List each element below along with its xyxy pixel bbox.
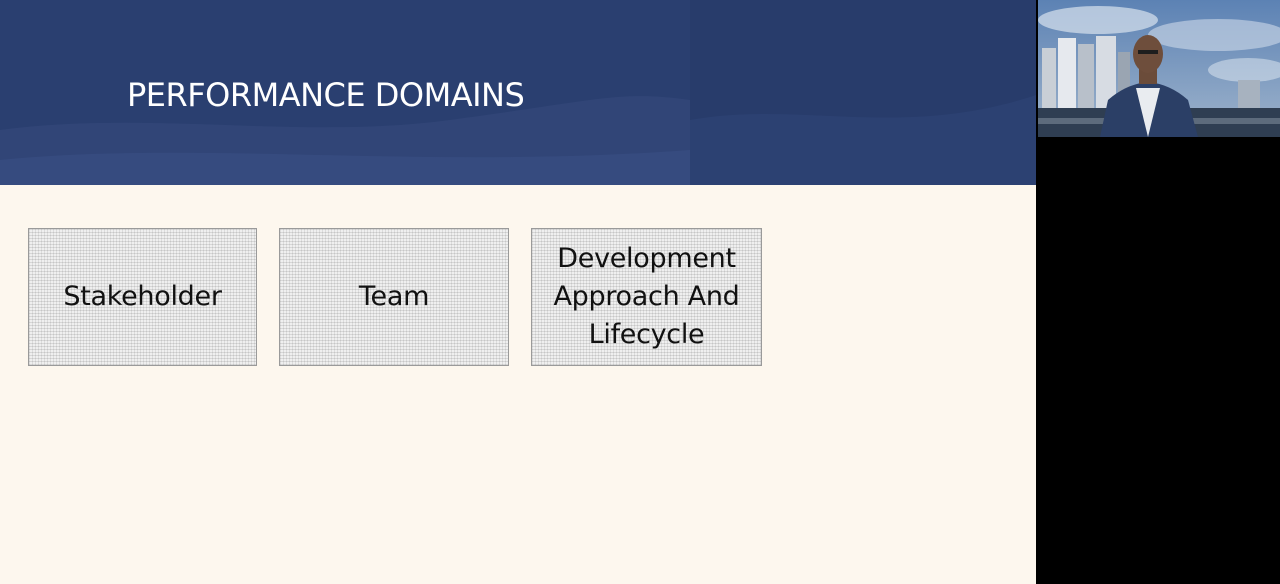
webcam-video-frame — [1038, 0, 1280, 137]
header-texture — [0, 0, 1036, 185]
domain-label-team: Team — [358, 281, 430, 312]
presenter-webcam-video — [1038, 0, 1280, 137]
domain-card-development-approach: Development Approach And Lifecycle — [531, 228, 762, 366]
domain-label-stakeholder: Stakeholder — [63, 281, 222, 312]
domain-card-stakeholder: Stakeholder — [28, 228, 257, 366]
presentation-slide: PERFORMANCE DOMAINS Stakeholder Team Dev… — [0, 0, 1036, 584]
slide-header-banner: PERFORMANCE DOMAINS — [0, 0, 1036, 185]
slide-title: PERFORMANCE DOMAINS — [127, 76, 525, 114]
domain-label-development-approach: Development Approach And Lifecycle — [553, 243, 740, 350]
domain-card-team: Team — [279, 228, 509, 366]
